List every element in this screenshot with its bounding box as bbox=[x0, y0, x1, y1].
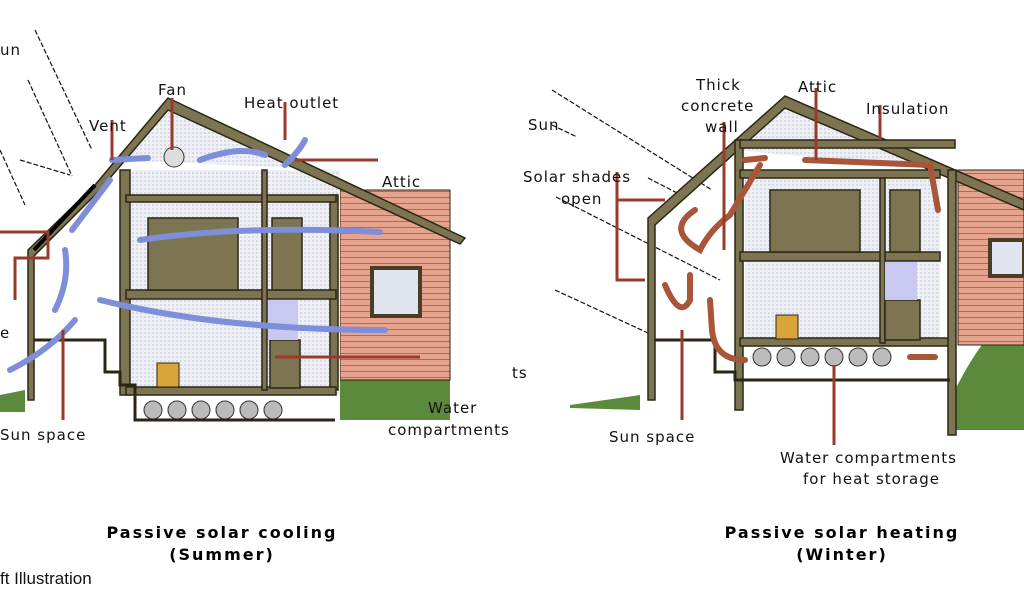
chair bbox=[156, 362, 180, 388]
label-heat-storage: for heat storage bbox=[803, 470, 940, 488]
fan-icon bbox=[163, 146, 185, 168]
label-partial: e bbox=[0, 324, 10, 342]
water-compartments bbox=[143, 400, 283, 420]
airflow-arrows bbox=[7, 137, 388, 373]
label-sun: un bbox=[0, 41, 21, 59]
cooling-house: un Fan Vent Heat outlet Attic e Sun spac… bbox=[0, 29, 510, 564]
sun-rays bbox=[551, 89, 721, 334]
leader-lines bbox=[0, 98, 420, 420]
label-concrete: concrete bbox=[681, 97, 754, 115]
window bbox=[988, 238, 1024, 278]
roof-and-glazing bbox=[27, 97, 467, 401]
label-partial: ts bbox=[512, 364, 528, 382]
leader-lines bbox=[615, 88, 882, 445]
thick-concrete-wall bbox=[734, 139, 744, 411]
labels: un Fan Vent Heat outlet Attic e Sun spac… bbox=[0, 41, 510, 564]
door bbox=[889, 189, 921, 253]
heating-subtitle: (Winter) bbox=[796, 545, 888, 564]
stairs bbox=[884, 299, 921, 341]
heating-title: Passive solar heating bbox=[725, 523, 960, 542]
label-sun-space: Sun space bbox=[609, 428, 695, 446]
grass bbox=[570, 395, 640, 410]
cooling-subtitle: (Summer) bbox=[169, 545, 275, 564]
window bbox=[370, 266, 422, 318]
warm-airflow-arrows bbox=[662, 155, 941, 363]
water-compartments bbox=[752, 347, 892, 367]
stairs bbox=[269, 339, 301, 389]
label-vent: Vent bbox=[89, 117, 127, 135]
label-water-compartments: Water compartments bbox=[780, 449, 957, 467]
label-sun-space: Sun space bbox=[0, 426, 86, 444]
label-sun: Sun bbox=[528, 116, 560, 134]
heating-house: Sun Thick concrete wall Attic Insulation… bbox=[512, 76, 1024, 564]
label-open: open bbox=[561, 190, 602, 208]
bookshelf bbox=[769, 189, 861, 253]
chair bbox=[775, 314, 799, 340]
label-water: Water bbox=[428, 399, 477, 417]
label-insulation: Insulation bbox=[866, 100, 949, 118]
label-compartments: compartments bbox=[388, 421, 510, 439]
label-solar-shades: Solar shades bbox=[523, 168, 631, 186]
sun-rays bbox=[0, 29, 93, 206]
label-fan: Fan bbox=[158, 81, 187, 99]
label-attic: Attic bbox=[382, 173, 421, 191]
label-attic: Attic bbox=[798, 78, 837, 96]
label-thick: Thick bbox=[695, 76, 741, 94]
label-heat-outlet: Heat outlet bbox=[244, 94, 339, 112]
credit: ft Illustration bbox=[0, 569, 92, 588]
label-wall: wall bbox=[705, 118, 739, 136]
grass bbox=[0, 390, 25, 412]
cooling-title: Passive solar cooling bbox=[106, 523, 337, 542]
roof-and-glazing bbox=[647, 95, 1024, 401]
labels: Sun Thick concrete wall Attic Insulation… bbox=[512, 76, 960, 564]
